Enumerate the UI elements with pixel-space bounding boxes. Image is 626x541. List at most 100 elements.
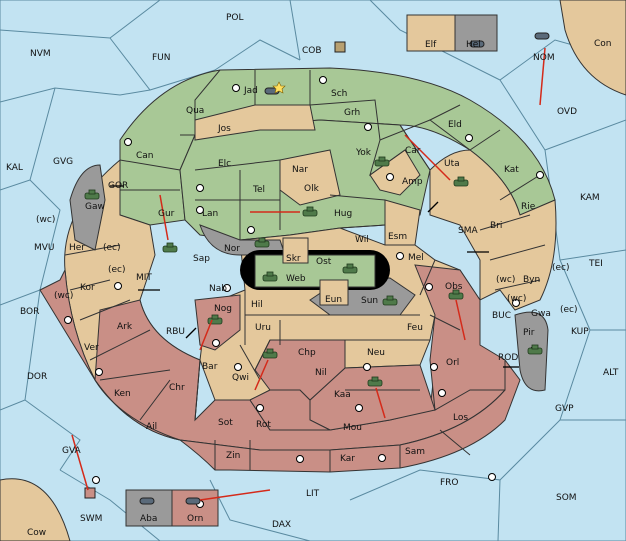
region-nor[interactable] — [199, 224, 286, 256]
supply-center-icon — [95, 368, 103, 376]
supply-center-icon — [536, 171, 544, 179]
tank-icon[interactable] — [382, 295, 398, 306]
label-car: Car — [405, 146, 421, 156]
tank-icon[interactable] — [527, 344, 543, 355]
label-orn: Orn — [187, 514, 203, 524]
tank-icon[interactable] — [84, 189, 100, 200]
label-hil: Hil — [251, 300, 263, 310]
ship-icon[interactable] — [84, 487, 96, 499]
label-rot: Rot — [256, 420, 271, 430]
region-nar[interactable] — [279, 149, 341, 206]
label-sch: Sch — [331, 89, 347, 99]
label-jad: Jad — [243, 86, 258, 96]
region-east-ring[interactable] — [429, 149, 557, 311]
star-icon — [272, 81, 286, 94]
tank-icon[interactable] — [162, 242, 178, 253]
supply-center-icon — [234, 363, 242, 371]
label-qwi: Qwi — [232, 373, 249, 383]
label-mel: Mel — [408, 253, 424, 263]
label-kam: KAM — [580, 193, 600, 203]
label-lit: LIT — [306, 489, 320, 499]
label-kaa: Kaa — [334, 390, 351, 400]
label-ail: Ail — [146, 422, 157, 432]
region-hel[interactable] — [454, 14, 498, 52]
label-tei: TEI — [588, 259, 603, 269]
label-ec3: (ec) — [560, 305, 578, 315]
region-north-ring[interactable] — [119, 67, 556, 226]
label-olk: Olk — [304, 184, 320, 194]
label-sma: SMA — [458, 226, 478, 236]
ship-icon[interactable] — [334, 41, 346, 53]
label-nar: Nar — [292, 165, 308, 175]
tank-icon[interactable] — [262, 271, 278, 282]
ship-icon[interactable] — [185, 497, 201, 505]
move-arrows — [110, 185, 519, 368]
label-eun: Eun — [325, 295, 342, 305]
label-kal: KAL — [6, 163, 23, 173]
label-nab: Nab — [209, 284, 227, 294]
label-rie: Rie — [521, 202, 536, 212]
label-ark: Ark — [117, 322, 133, 332]
tank-icon[interactable] — [367, 376, 383, 387]
label-kup: KUP — [571, 327, 589, 337]
label-uta: Uta — [444, 159, 460, 169]
order-arrows — [71, 47, 546, 501]
supply-center-icon — [92, 476, 100, 484]
supply-center-icon — [232, 84, 240, 92]
label-hug: Hug — [334, 209, 352, 219]
label-mvu: MVU — [34, 243, 55, 253]
label-bri: Bri — [490, 221, 502, 231]
label-kar: Kar — [340, 454, 355, 464]
supply-center-icon — [465, 134, 473, 142]
label-rbu: RBU — [166, 327, 185, 337]
region-obs-orl[interactable] — [414, 264, 506, 411]
tank-icon[interactable] — [262, 348, 278, 359]
tank-icon[interactable] — [254, 237, 270, 248]
label-feu: Feu — [407, 323, 423, 333]
region-labels: POL NVM FUN COB Elf Hel NOM Con OVD KAL … — [6, 13, 619, 538]
tank-icon[interactable] — [374, 156, 390, 167]
tank-icon[interactable] — [453, 176, 469, 187]
label-wc4: (wc) — [496, 275, 515, 285]
label-esm: Esm — [388, 232, 407, 242]
supply-center-icon — [319, 76, 327, 84]
label-gvp: GVP — [555, 404, 574, 414]
tank-icon[interactable] — [448, 289, 464, 300]
region-chp[interactable] — [254, 339, 346, 401]
supply-center-icon — [512, 299, 520, 307]
label-eld: Eld — [448, 120, 462, 130]
tank-icon[interactable] — [302, 206, 318, 217]
ship-icon[interactable] — [534, 32, 550, 40]
label-gaw: Gaw — [85, 202, 105, 212]
label-zin: Zin — [226, 451, 240, 461]
label-her: Her — [69, 243, 85, 253]
label-wc1: (wc) — [36, 215, 55, 225]
label-gur: Gur — [158, 209, 175, 219]
region-outer-south[interactable] — [39, 268, 521, 473]
region-orn[interactable] — [171, 489, 219, 527]
region-elf[interactable] — [406, 14, 456, 52]
ship-icon[interactable] — [469, 40, 485, 48]
region-eun[interactable] — [319, 279, 349, 306]
supply-center-icon — [296, 455, 304, 463]
label-sam: Sam — [405, 447, 425, 457]
label-ken: Ken — [114, 389, 131, 399]
supply-center-icon — [196, 184, 204, 192]
label-gor: GOR — [108, 181, 128, 191]
supply-center-icon — [256, 404, 264, 412]
tank-icon[interactable] — [342, 263, 358, 274]
region-skr[interactable] — [282, 237, 309, 264]
label-dor: DOR — [27, 372, 47, 382]
supply-center-icon — [425, 283, 433, 291]
label-rod: ROD — [498, 353, 518, 363]
region-gaw[interactable] — [69, 164, 106, 251]
supply-center-icon — [386, 173, 394, 181]
label-wil: Wil — [355, 235, 369, 245]
label-chp: Chp — [298, 348, 316, 358]
ship-icon[interactable] — [139, 497, 155, 505]
supply-center-icon — [355, 404, 363, 412]
label-elc: Elc — [218, 159, 231, 169]
supply-center-icon — [438, 389, 446, 397]
region-borders — [64, 69, 546, 472]
